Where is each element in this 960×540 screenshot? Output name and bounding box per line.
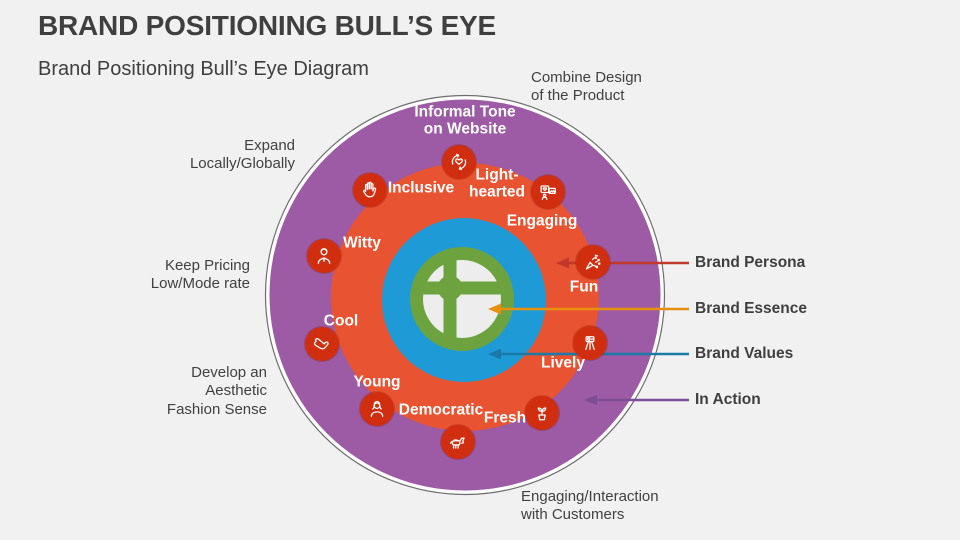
trait-cool: Cool (323, 312, 359, 330)
trait-fresh: Fresh (483, 409, 527, 427)
woman-bust-icon (360, 392, 394, 426)
page-subtitle: Brand Positioning Bull’s Eye Diagram (38, 58, 369, 80)
brand-values-arrowhead (488, 348, 501, 360)
woman-bust-glyph (370, 400, 384, 417)
trait-fun: Fun (569, 278, 599, 296)
ring-label-informal-tone: Informal Tone on Website (414, 103, 516, 138)
camera-tripod-icon (573, 326, 607, 360)
legend-brand-values: Brand Values (695, 345, 794, 362)
outer-label-keep-pricing: Keep Pricing Low/Mode rate (150, 257, 250, 293)
open-hand-icon (353, 173, 387, 207)
confetti-glyph (585, 254, 601, 270)
man-bust-glyph (317, 248, 331, 264)
photos-heart-icon (531, 175, 565, 209)
trait-young: Young (353, 373, 401, 391)
brand-essence-target (410, 247, 514, 351)
shaka-hand-icon (305, 327, 339, 361)
legend-brand-persona: Brand Persona (695, 254, 806, 271)
trait-inclusive: Inclusive (387, 179, 455, 197)
pinata-horse-icon (441, 425, 475, 459)
plant-pot-icon (525, 396, 559, 430)
outer-label-combine-design: Combine Design of the Product (531, 69, 642, 105)
in-action-arrowhead (584, 394, 597, 406)
pinata-horse-glyph (450, 437, 465, 449)
trait-engaging: Engaging (506, 212, 578, 230)
trait-lively: Lively (541, 354, 585, 372)
outer-label-engaging-interaction: Engaging/Interaction with Customers (521, 488, 659, 524)
brand-essence-arrowhead (488, 303, 501, 315)
trait-light-hearted: Light- hearted (469, 166, 525, 201)
open-hand-glyph (363, 181, 377, 198)
heart-cycle-glyph (451, 153, 467, 171)
brand-persona-arrowhead (556, 257, 569, 269)
outer-label-develop: Develop an Aesthetic Fashion Sense (166, 364, 267, 418)
legend-brand-essence: Brand Essence (695, 300, 807, 317)
trait-witty: Witty (343, 234, 381, 252)
photos-heart-glyph (540, 185, 556, 200)
page-title: BRAND POSITIONING BULL’S EYE (38, 10, 496, 41)
legend-in-action: In Action (695, 391, 761, 408)
outer-label-expand: Expand Locally/Globally (189, 137, 295, 173)
legend-arrows (488, 257, 689, 406)
man-bust-icon (307, 239, 341, 273)
shaka-hand-glyph (313, 337, 329, 350)
camera-tripod-glyph (585, 336, 595, 351)
heart-cycle-icon (442, 145, 476, 179)
confetti-icon (576, 245, 610, 279)
trait-democratic: Democratic (398, 401, 484, 419)
plant-pot-glyph (537, 407, 547, 421)
